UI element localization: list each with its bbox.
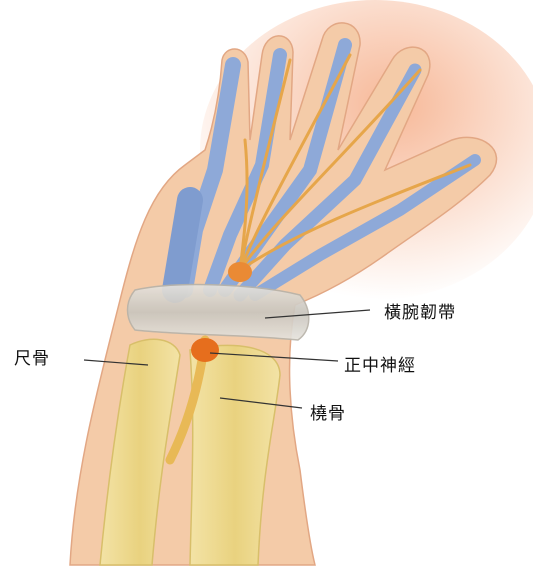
label-transverse-carpal-ligament: 橫腕韌帶 <box>384 298 456 323</box>
transverse-carpal-ligament <box>128 285 309 340</box>
label-radius: 橈骨 <box>310 399 346 424</box>
label-ulna: 尺骨 <box>14 344 50 369</box>
label-median-nerve: 正中神經 <box>344 351 416 376</box>
